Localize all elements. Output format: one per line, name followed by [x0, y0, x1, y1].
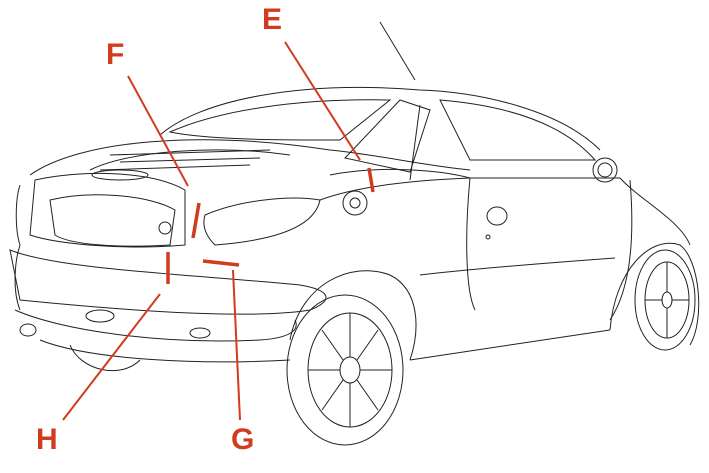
label-e: E: [262, 3, 283, 36]
label-g: G: [231, 423, 255, 456]
callout-h: [62, 252, 170, 421]
callout-e: [284, 41, 375, 193]
label-h: H: [36, 423, 58, 456]
callout-g: [202, 259, 241, 421]
label-f: F: [106, 38, 125, 71]
car-outline: [9, 21, 700, 446]
callout-f: [127, 75, 201, 239]
